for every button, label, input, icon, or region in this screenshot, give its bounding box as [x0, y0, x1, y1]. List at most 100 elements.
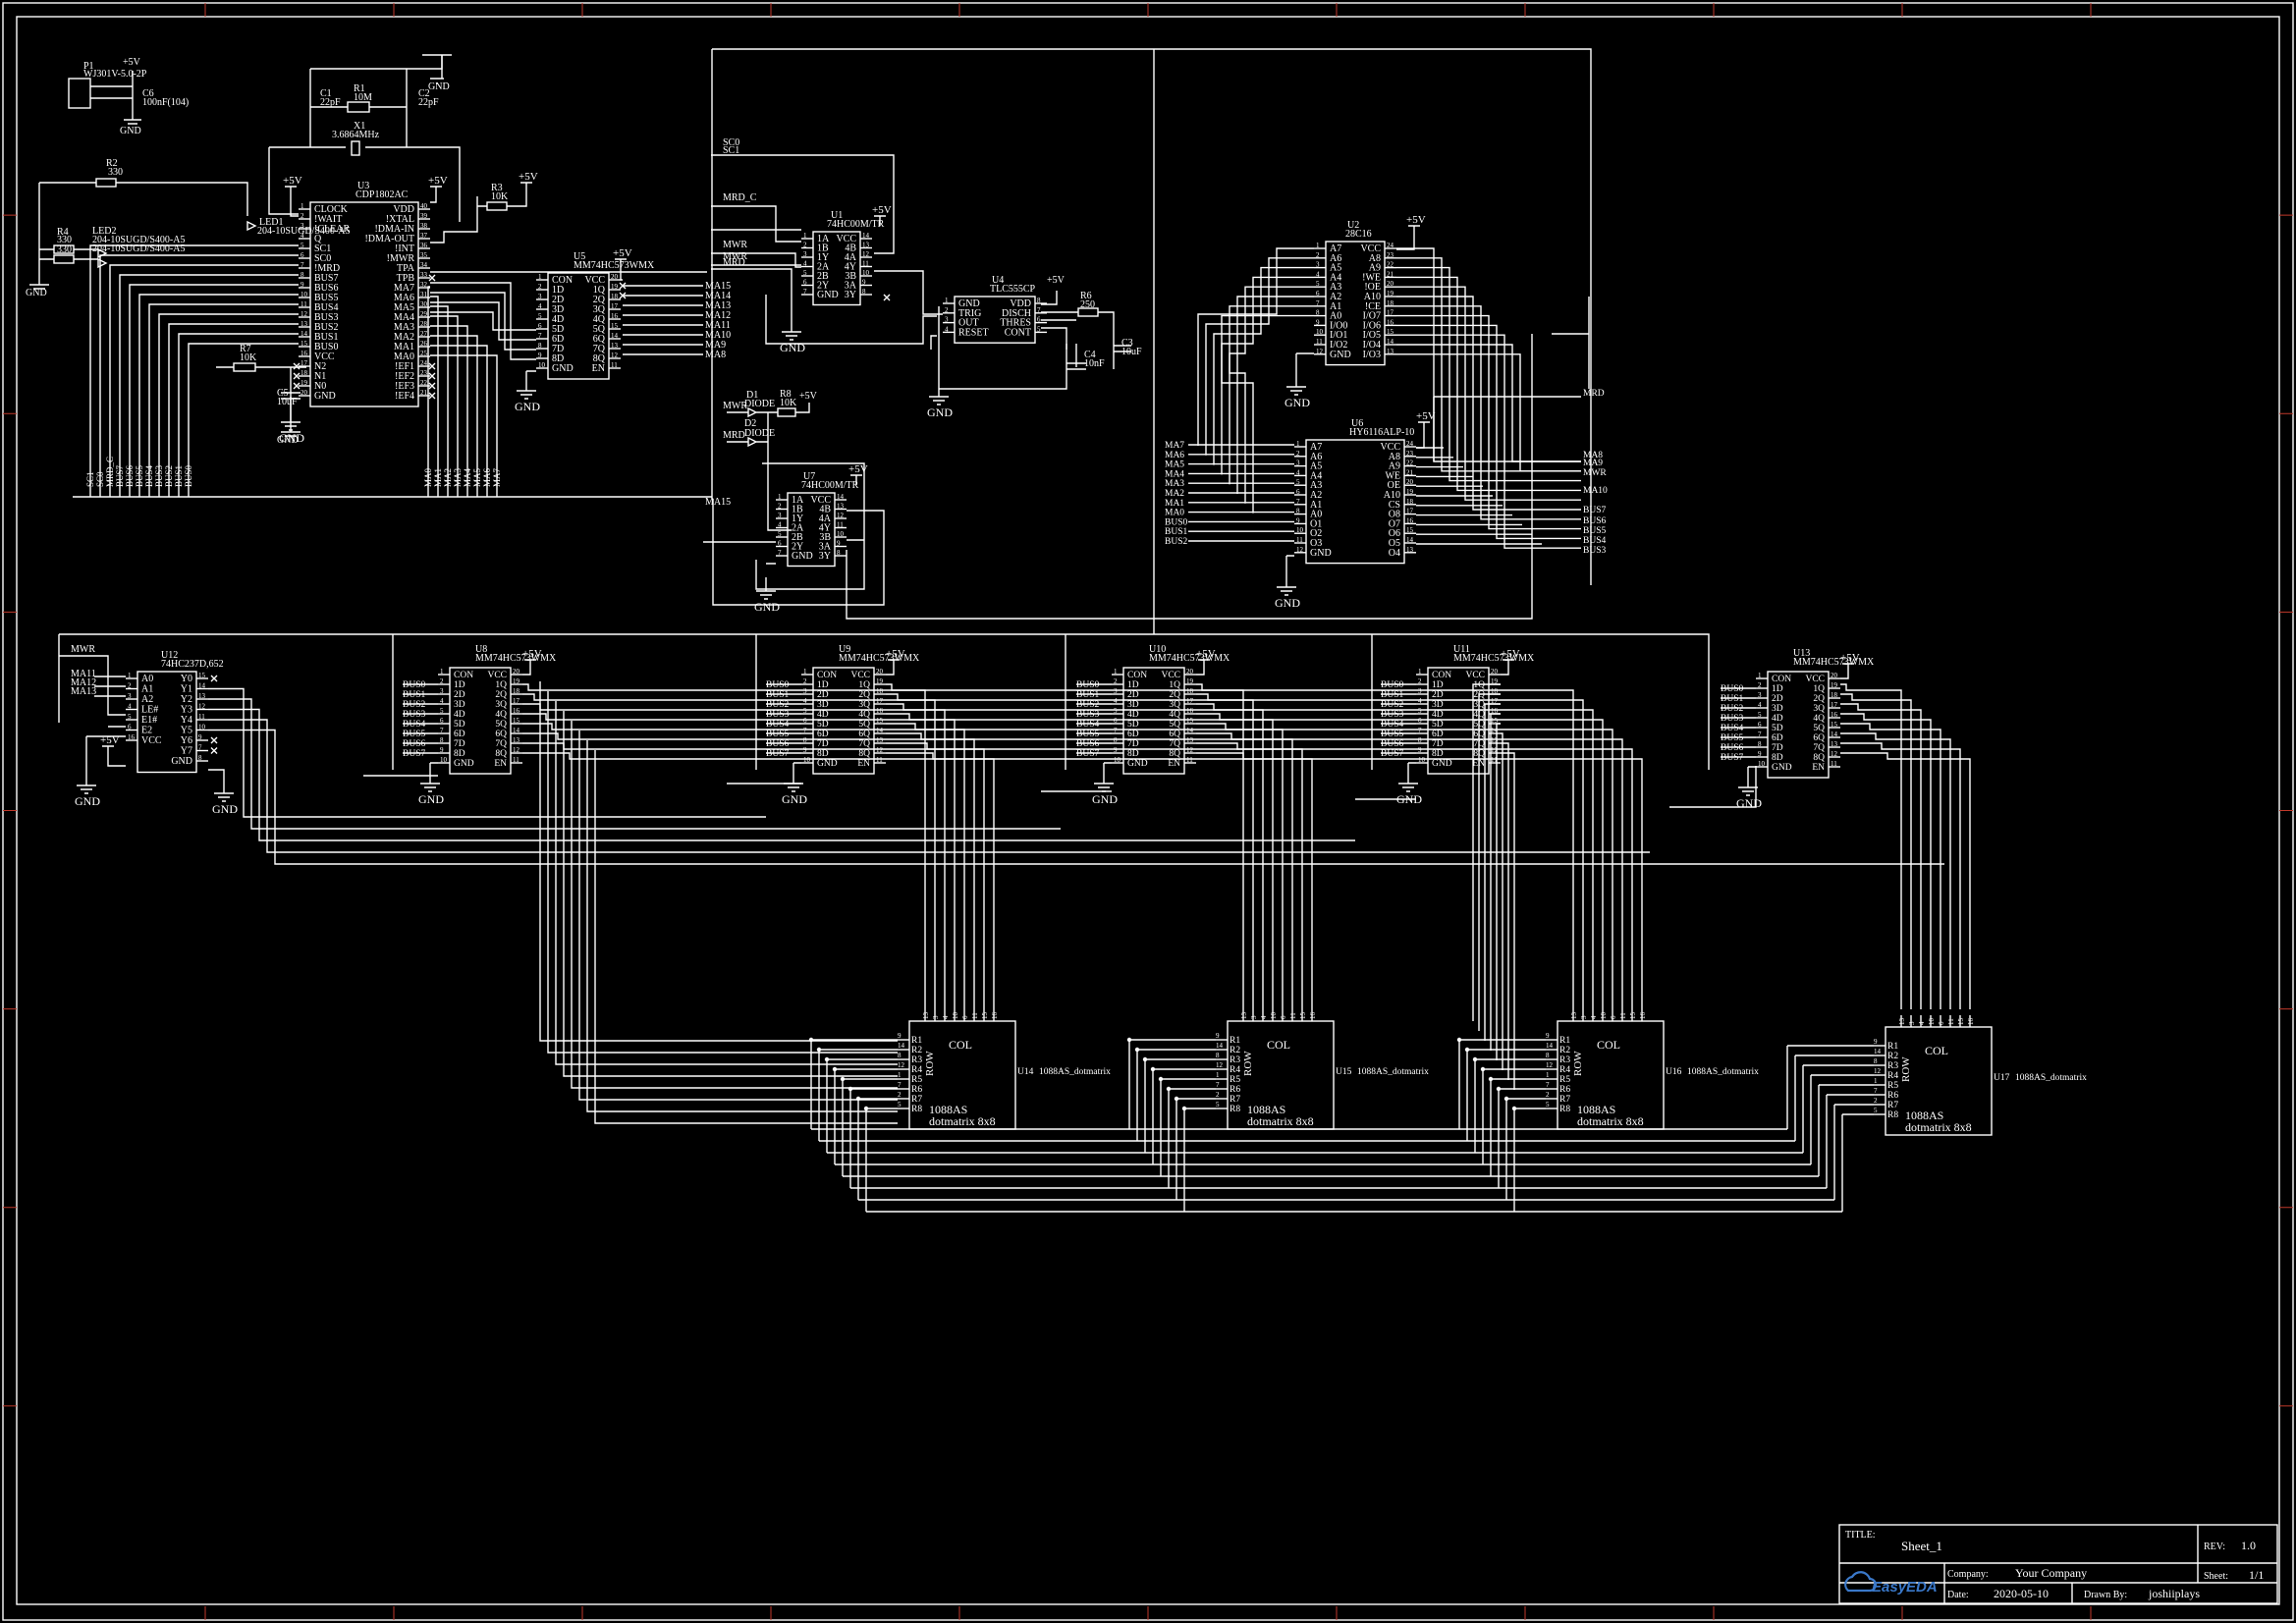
pin-number: 16 [301, 350, 308, 357]
pin-number: 4 [538, 302, 542, 310]
svg-text:10K: 10K [780, 398, 797, 408]
latch-bus-net: BUS6 [766, 739, 789, 749]
gnd-symbol [77, 778, 96, 794]
row-bus-wire [818, 1049, 1874, 1142]
pin-number: 18 [1186, 687, 1194, 695]
pin-label: 5Q [495, 720, 507, 730]
pin-number: 10 [1758, 760, 1766, 768]
pin-number: 7 [778, 549, 782, 557]
display-latch-u9: U9MM74HC573WMXCON11D22D33D44D55D66D77D88… [766, 644, 920, 806]
latch-bus-net: BUS2 [403, 700, 425, 710]
pin-label: Y2 [181, 694, 192, 705]
display-latch-u10: U10MM74HC573WMXCON11D22D33D44D55D66D77D8… [1076, 644, 1230, 806]
ic-part: TLC555CP [990, 284, 1036, 295]
ic-ref: U9 [839, 644, 850, 655]
pin-number: 16 [1186, 707, 1194, 715]
pin-number: 1 [1216, 1071, 1220, 1079]
pin-label: 3D [552, 304, 564, 315]
pin-number: 16 [1491, 707, 1499, 715]
pin-number: 9 [1316, 318, 1320, 326]
pin-label: 6Q [495, 730, 507, 739]
pin-label: A8 [1369, 253, 1381, 264]
pin-number: 31 [420, 291, 428, 298]
pin-number: 4 [1758, 701, 1762, 709]
pin-number: 14 [862, 232, 870, 240]
pin-number: 1 [898, 1071, 902, 1079]
gnd-label: GND [279, 431, 304, 445]
pin-number: 40 [420, 202, 428, 210]
pin-label: VDD [393, 204, 414, 215]
vcc-wire [1501, 670, 1509, 676]
pin-label: VCC [1805, 675, 1825, 684]
pin-number: 12 [1491, 746, 1499, 754]
pin-label: 5D [552, 324, 564, 335]
pin-number: 18 [301, 369, 308, 377]
pin-label: I/O3 [1363, 350, 1381, 360]
pin-number: 6 [1418, 717, 1422, 725]
pin-number: 4 [1316, 270, 1320, 278]
pin-number: 5 [803, 269, 807, 277]
pin-number: 13 [837, 503, 845, 511]
pin-number: 18 [1831, 691, 1838, 699]
pin-label: SC1 [314, 243, 331, 254]
pin-number: 7 [1296, 498, 1300, 506]
row-pin: R3 [1559, 1055, 1570, 1065]
bus-wire [430, 296, 439, 497]
pin-label: BUS4 [314, 302, 338, 313]
pin-number: 8 [198, 754, 202, 762]
pin-number: 9 [1114, 746, 1118, 754]
decoder-u12: U1274HC237D,652A01A12A23LE#4E1#5E26VCC16… [59, 644, 1944, 865]
latch-bus-net: BUS5 [403, 730, 425, 739]
vcc-symbol [1503, 659, 1514, 670]
pin-number: 14 [1546, 1042, 1554, 1050]
pin-label: 4A [845, 252, 857, 263]
pin-label: RESET [958, 327, 989, 338]
led-block: R2 330 LED1 204-10SUGD/S400-A5 R4 330 33… [26, 158, 350, 298]
pin-number: 1 [1418, 668, 1422, 676]
col-wire [522, 732, 975, 1009]
display-ref: U17 [1994, 1073, 2010, 1083]
sheet-label: Sheet: [2204, 1571, 2228, 1582]
bus-wire [430, 305, 449, 497]
display-body [1885, 1026, 1993, 1136]
col-wire [886, 713, 1274, 1009]
gnd-wire [1103, 762, 1112, 776]
pin-label: 5Q [1169, 720, 1180, 730]
pin-number: 10 [837, 530, 845, 538]
junction-dot [1456, 1037, 1462, 1043]
no-connect-mark [428, 382, 436, 390]
row-wire [1490, 713, 1501, 1051]
pin-number: 4 [1590, 1015, 1598, 1019]
row-wire [1501, 742, 1509, 1080]
col-wire [1840, 723, 1941, 1009]
u6-left-net: BUS2 [1165, 537, 1187, 547]
svg-text:100nF(104): 100nF(104) [142, 97, 189, 108]
pin-number: 5 [1114, 707, 1118, 715]
ma-net-label: MA14 [705, 291, 731, 301]
junction-dot [1158, 1076, 1164, 1082]
pin-number: 11 [971, 1012, 979, 1019]
pin-number: 6 [803, 279, 807, 287]
latch-bus-net: BUS1 [766, 690, 789, 700]
pin-number: 11 [1947, 1018, 1955, 1025]
pin-label: !EF1 [395, 361, 414, 372]
pin-label: 3Q [1813, 704, 1825, 714]
pin-label: A3 [1330, 282, 1341, 293]
mem-bus-wire [1396, 305, 1581, 520]
col-wire [1840, 742, 1961, 1009]
pin-number: 10 [1928, 1018, 1936, 1026]
pin-number: 19 [1491, 677, 1499, 685]
pin-label: 1A [817, 234, 830, 244]
pin-number: 17 [1406, 508, 1414, 515]
cpu-u3: U3CDP1802ACCLOCK1!WAIT2!CLEAR3Q4SC15SC06… [268, 147, 707, 445]
u6-right-net: MRD [1583, 389, 1605, 399]
ic-body [1325, 241, 1386, 366]
bus-wire [148, 303, 299, 497]
pin-number: 14 [301, 330, 308, 338]
pin-number: 29 [420, 310, 428, 318]
junction-dot [855, 1096, 861, 1102]
pin-label: A2 [1330, 292, 1341, 302]
pin-label: 7Q [1813, 743, 1825, 753]
pin-label: 1Q [593, 285, 606, 296]
ic-part: MM74HC573WMX [574, 260, 655, 271]
